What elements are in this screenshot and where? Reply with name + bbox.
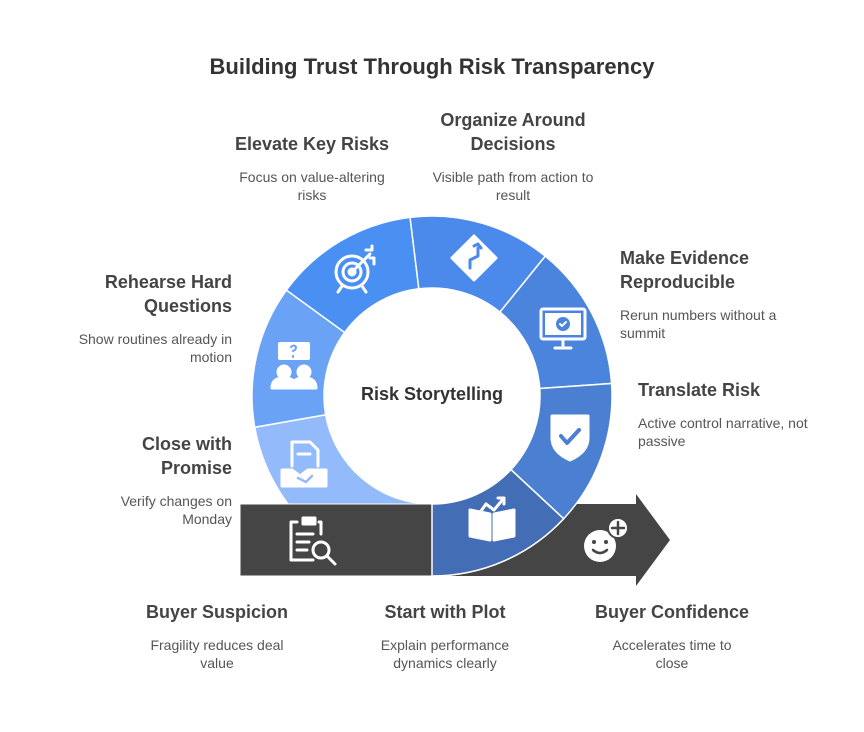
step-desc-evidence: Rerun numbers without a summit (620, 307, 777, 341)
start-title: Buyer Suspicion (145, 602, 289, 622)
end-title: Buyer Confidence (594, 602, 750, 622)
center-label: Risk Storytelling (360, 384, 504, 404)
step-title-translate: Translate Risk (638, 380, 761, 400)
diagram-title: Building Trust Through Risk Transparency (209, 54, 655, 79)
center-circle (325, 289, 539, 503)
step-title-elevate: Elevate Key Risks (234, 134, 390, 154)
step-title-rehearse: Rehearse Hard Questions (104, 272, 232, 316)
target-icon (334, 244, 376, 294)
people-question-icon (270, 342, 318, 390)
step-desc-close: Verify changes on Monday (120, 493, 232, 527)
start-desc: Fragility reduces deal value (150, 637, 284, 671)
step-title-close: Close with Promise (141, 434, 232, 478)
step-desc-organize: Visible path from action to result (432, 169, 594, 203)
shield-check-icon (550, 414, 590, 462)
book-chart-icon (468, 496, 516, 542)
step-title-evidence: Make Evidence Reproducible (620, 248, 750, 292)
clipboard-search-icon (289, 516, 337, 566)
step-desc-elevate: Focus on value-altering risks (239, 169, 385, 203)
step-title-plot: Start with Plot (384, 602, 506, 622)
monitor-check-icon (539, 307, 587, 350)
start-box (239, 503, 433, 577)
step-desc-rehearse: Show routines already in motion (78, 331, 232, 365)
end-desc: Accelerates time to close (612, 637, 732, 671)
step-desc-translate: Active control narrative, not passive (638, 415, 808, 449)
step-desc-plot: Explain performance dynamics clearly (380, 637, 510, 671)
smiley-plus-icon (584, 517, 629, 562)
step-title-organize: Organize Around Decisions (440, 110, 586, 154)
route-sign-icon (450, 234, 498, 282)
handshake-document-icon (280, 440, 328, 488)
